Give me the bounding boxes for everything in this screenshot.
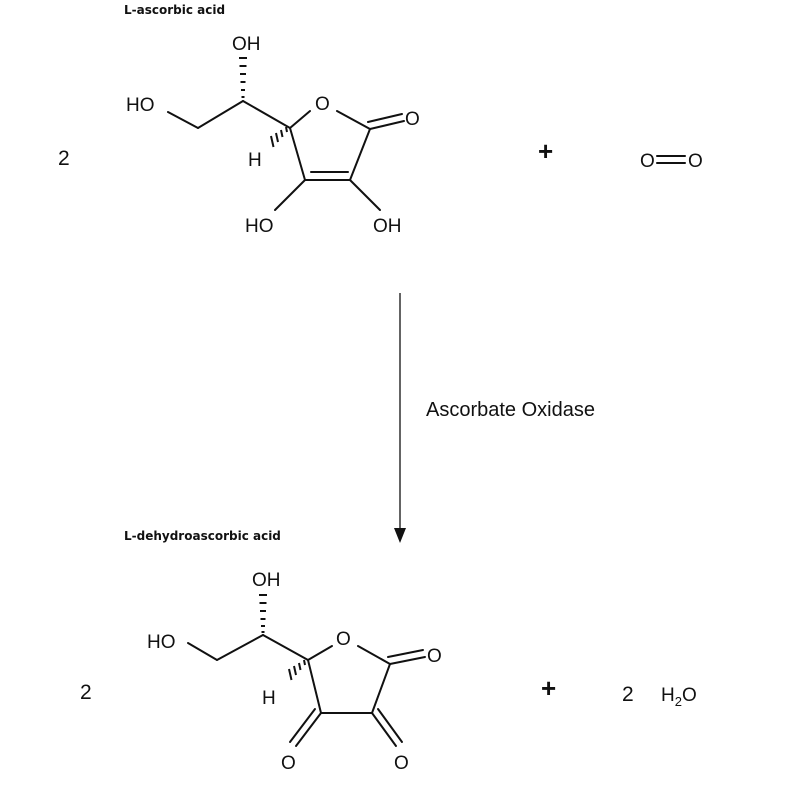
bond-ho-ch2: [167, 111, 199, 129]
bond-c4-o-ring: [289, 110, 311, 129]
bond-o-ring-c1: [357, 645, 391, 665]
arrow-head: [394, 528, 406, 543]
atom-o2-right: O: [688, 151, 703, 172]
dehydroascorbic-acid-molecule: L-dehydroascorbic acid: [124, 529, 442, 774]
atom-ho-left: HO: [126, 95, 155, 116]
hashed-wedge-oh: [259, 594, 267, 633]
bond-ch2-c5: [216, 634, 264, 661]
enzyme-label: Ascorbate Oxidase: [426, 399, 595, 421]
atom-h-stereo: H: [248, 150, 262, 171]
bond-c5-c4: [262, 634, 309, 661]
bond-c1-carbonyl-b: [387, 649, 424, 658]
atom-o2-left: O: [640, 151, 655, 172]
bond-c1-carbonyl-a: [369, 120, 405, 130]
bond-c2-carbonyl-b: [377, 708, 403, 743]
bond-o-ring-c1: [336, 110, 371, 130]
atom-o-ring: O: [315, 94, 330, 115]
water-subscript: 2: [675, 694, 682, 709]
bond-c4-o-ring: [307, 645, 333, 661]
bond-c3-carbonyl-b: [289, 708, 316, 743]
reactant-plus-sign: +: [538, 136, 553, 166]
oxygen-molecule: O O: [640, 151, 703, 172]
bond-c1-c2: [349, 128, 371, 181]
hashed-wedge-h: [288, 659, 306, 681]
hashed-wedge-h: [270, 126, 288, 148]
bond-c3-carbonyl-a: [295, 712, 322, 747]
water-coefficient: 2: [622, 683, 634, 706]
atom-h-stereo: H: [262, 688, 276, 709]
atom-oh-top: OH: [232, 34, 261, 55]
dehydroascorbic-acid-coefficient: 2: [80, 681, 92, 704]
atom-o-ring: O: [336, 629, 351, 650]
bond-c1-carbonyl-a: [389, 656, 426, 665]
bond-c1-carbonyl-b: [367, 113, 403, 123]
bond-c2-carbonyl-a: [371, 712, 397, 747]
ascorbic-acid-coefficient: 2: [58, 147, 70, 170]
product-plus-sign: +: [541, 673, 556, 703]
atom-ho-bottom-left: HO: [245, 216, 274, 237]
bond-c3-oh: [274, 179, 306, 211]
atom-ho-left: HO: [147, 632, 176, 653]
bond-c3-c4: [307, 659, 322, 714]
bond-ho-ch2: [187, 642, 218, 661]
hashed-wedge-oh: [239, 57, 247, 98]
atom-o-carbonyl: O: [427, 646, 442, 667]
bond-c2-oh: [349, 179, 381, 211]
water-h: H: [661, 685, 675, 706]
atom-oh-top: OH: [252, 570, 281, 591]
atom-oh-bottom-right: OH: [373, 216, 402, 237]
bond-c3-c4: [289, 127, 306, 181]
atom-o-carbonyl: O: [405, 109, 420, 130]
water-o: O: [682, 685, 697, 706]
atom-o-bottom-left: O: [281, 753, 296, 774]
ascorbic-acid-molecule: L-ascorbic acid OH: [124, 3, 420, 237]
bond-c5-c4: [242, 100, 291, 129]
reaction-arrow: [394, 293, 406, 543]
dehydroascorbic-acid-name: L-dehydroascorbic acid: [124, 529, 281, 543]
water-formula: H2O: [661, 685, 697, 709]
atom-o-bottom-right: O: [394, 753, 409, 774]
bond-ch2-c5: [197, 100, 244, 129]
bond-c1-c2: [371, 663, 391, 714]
water-molecule: 2 H2O: [622, 683, 697, 709]
ascorbic-acid-name: L-ascorbic acid: [124, 3, 225, 17]
